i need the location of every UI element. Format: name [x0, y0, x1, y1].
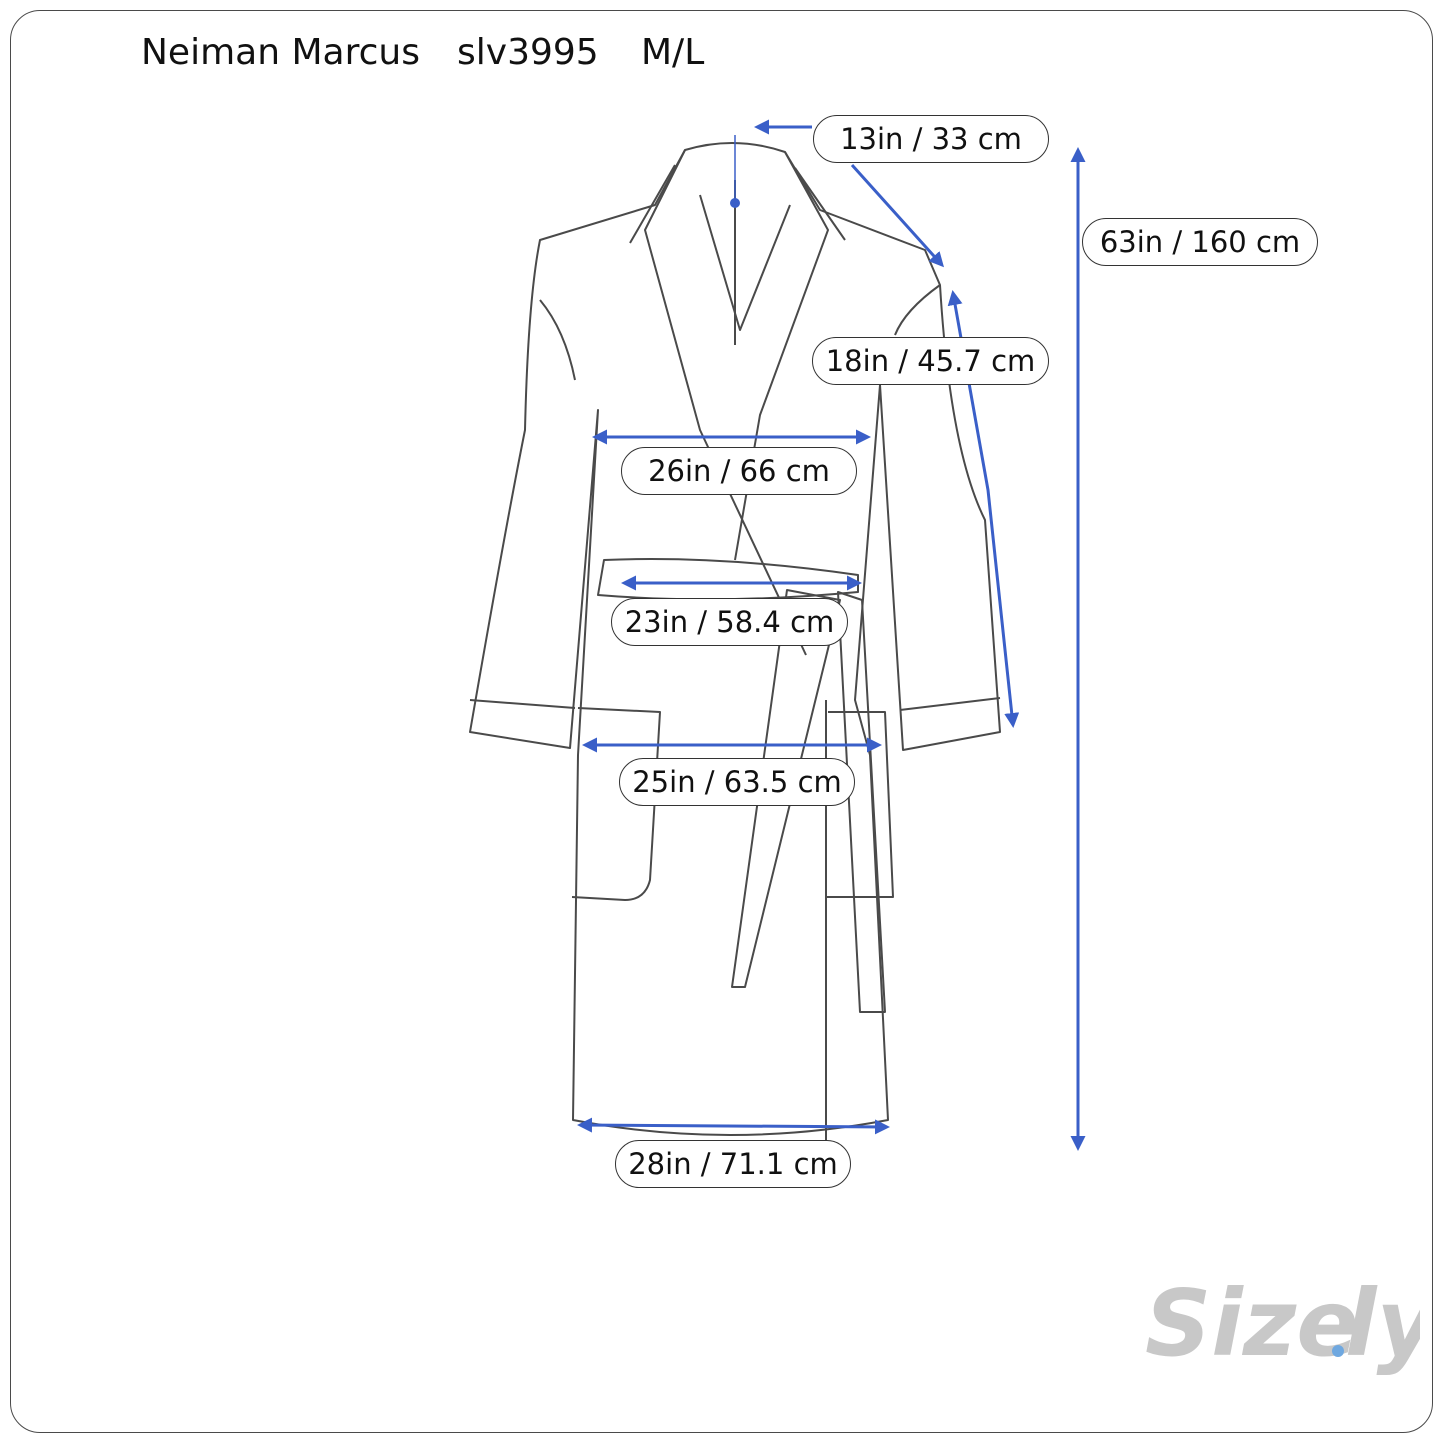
collar-diagonal: [850, 163, 945, 268]
waist-measurement: 23in / 58.4 cm: [611, 598, 848, 646]
collar-measurement: 13in / 33 cm: [813, 115, 1049, 163]
chest-measurement: 26in / 66 cm: [621, 447, 857, 495]
length-measurement: 63in / 160 cm: [1082, 218, 1318, 266]
hem-arrow: [577, 1117, 890, 1135]
sizely-logo: Size ly: [1145, 1270, 1420, 1377]
diagram-frame: [10, 10, 1433, 1433]
hem-measurement: 28in / 71.1 cm: [615, 1140, 851, 1188]
size-label: M/L: [641, 32, 705, 73]
sku-code: slv3995: [457, 32, 599, 73]
svg-text:ly: ly: [1345, 1270, 1420, 1377]
svg-text:Size: Size: [1145, 1270, 1359, 1377]
hips-measurement: 25in / 63.5 cm: [619, 758, 855, 806]
brand-name: Neiman Marcus: [141, 32, 420, 73]
robe-outline: [469, 135, 1001, 1140]
sleeve-measurement: 18in / 45.7 cm: [812, 337, 1049, 385]
